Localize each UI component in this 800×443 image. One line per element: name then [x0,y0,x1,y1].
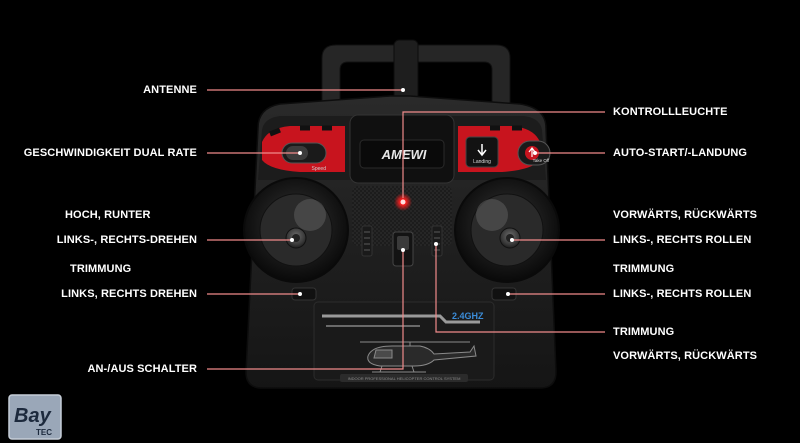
leader-trim-vor-rueck [435,244,605,333]
bottom-strip-text: INDOOR PROFESSIONAL HELICOPTER CONTROL S… [348,376,461,381]
leader-lines [207,89,605,370]
label-trim-drehen: LINKS, RECHTS DREHEN [61,288,197,300]
label-trim-vor-rueck: VORWÄRTS, RÜCKWÄRTS [613,350,758,362]
bottom-panel: 2.4GHZ INDOOR PROFESSIONAL HELICOPTER CO… [313,301,495,382]
speed-switch-label: Speed [312,166,327,172]
frequency-label: 2.4GHZ [452,311,484,321]
control-led [394,193,412,211]
brand-logo: AMEWI [381,147,427,162]
left-stick[interactable] [243,177,349,283]
label-kontrollleuchte: KONTROLLLEUCHTE [613,106,728,118]
label-hoch-runter: HOCH, RUNTER [65,209,151,221]
landing-button-label: Landing [473,159,491,165]
leader-endpoints [290,88,537,296]
baytec-watermark-logo: Bay TEC [8,394,62,440]
label-auto-start: AUTO-START/-LANDUNG [613,147,748,159]
trim-vertical-right[interactable] [431,225,443,257]
brand-plate: AMEWI [349,114,455,184]
label-power-switch: AN-/AUS SCHALTER [87,363,197,375]
label-trimmung-bottom: TRIMMUNG [613,326,675,338]
label-rollen: LINKS-, RECHTS ROLLEN [613,234,752,246]
label-trim-rollen: LINKS-, RECHTS ROLLEN [613,288,752,300]
leader-power-switch [207,250,404,370]
svg-text:TEC: TEC [36,428,52,437]
label-antenne: ANTENNE [143,84,197,96]
label-vor-rueck: VORWÄRTS, RÜCKWÄRTS [613,209,758,221]
label-trimmung-left: TRIMMUNG [70,263,132,275]
label-dual-rate: GESCHWINDIGKEIT DUAL RATE [23,147,197,159]
svg-text:Bay: Bay [14,405,52,427]
label-trimmung-right: TRIMMUNG [613,263,675,275]
takeoff-button-label: Take Off [533,158,550,163]
right-stick[interactable] [454,177,560,283]
landing-button[interactable]: Landing [465,136,499,168]
trim-vertical-left[interactable] [361,225,373,257]
speed-switch[interactable]: Speed [281,142,327,172]
leader-kontrollleuchte [402,111,605,198]
helicopter-illustration [360,341,477,373]
label-links-rechts-drehen: LINKS-, RECHTS-DREHEN [56,234,197,246]
